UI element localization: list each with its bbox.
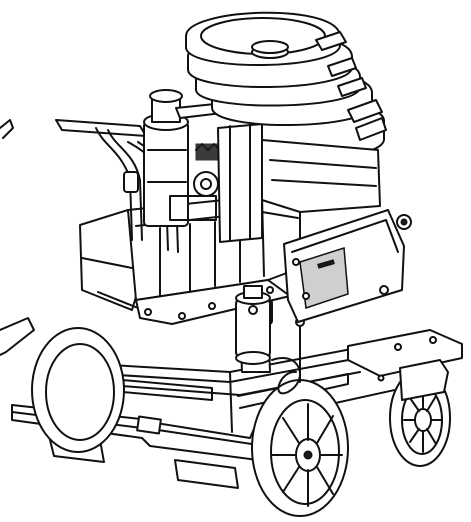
control-panel xyxy=(283,209,412,323)
hopper-stack xyxy=(185,11,387,213)
wheel-left xyxy=(31,327,125,453)
wheel-front xyxy=(251,379,349,517)
front-cylinder xyxy=(235,285,271,365)
left-edge-fragments xyxy=(0,119,35,356)
wheel-right xyxy=(389,359,451,467)
